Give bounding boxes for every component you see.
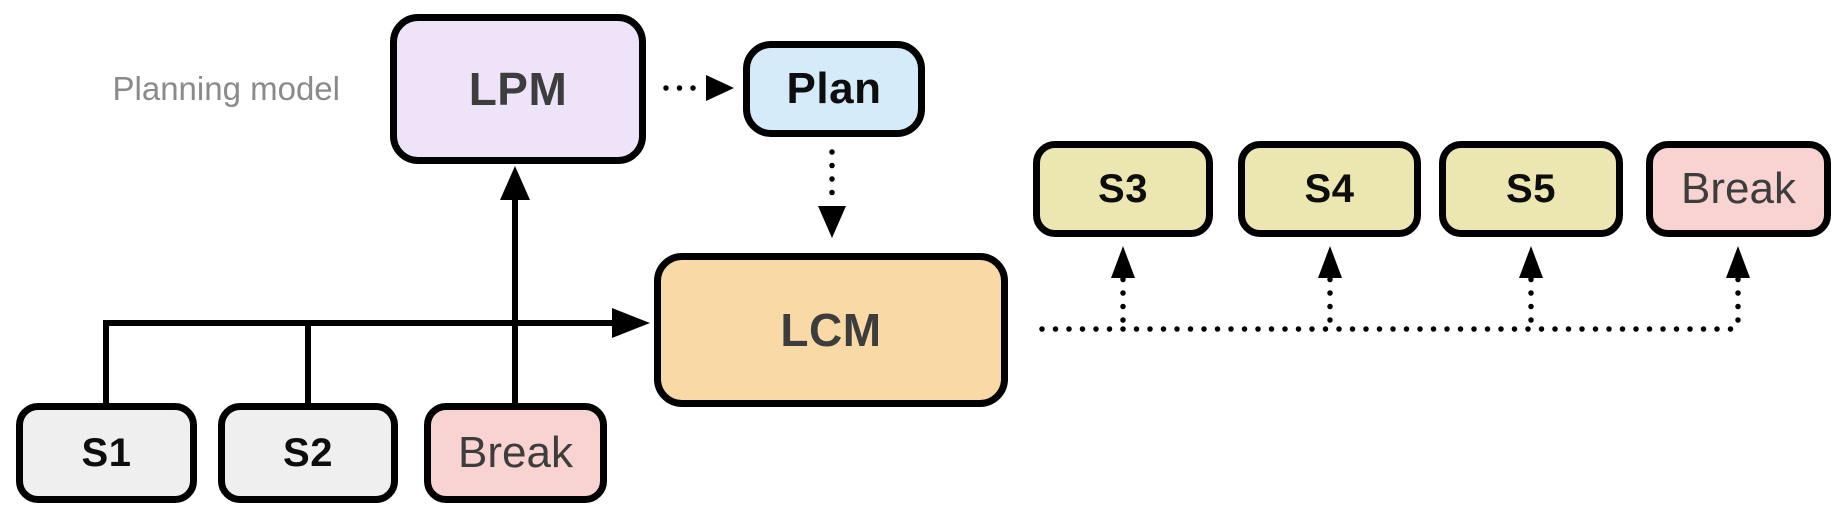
node-s1-label: S1 [81, 430, 132, 475]
arrowhead-into-s4 [1318, 246, 1342, 278]
node-s3: S3 [1033, 141, 1213, 237]
node-s4-label: S4 [1304, 166, 1355, 211]
node-lpm: LPM [390, 14, 646, 164]
planning-model-annotation: Planning model [112, 70, 341, 107]
arrowhead-into-plan [706, 75, 734, 101]
node-lpm-label: LPM [468, 63, 568, 115]
node-break-right: Break [1646, 141, 1831, 237]
arrowhead-into-s5 [1519, 246, 1543, 278]
arrowhead-into-s3 [1111, 246, 1135, 278]
node-lcm: LCM [654, 253, 1008, 407]
node-lcm-label: LCM [780, 304, 882, 356]
node-s4: S4 [1238, 141, 1421, 237]
node-s5: S5 [1439, 141, 1623, 237]
arrowhead-plan-into-lcm [818, 206, 846, 238]
node-break-left: Break [424, 403, 607, 503]
node-plan-label: Plan [786, 64, 882, 113]
arrowhead-into-break [1726, 246, 1750, 278]
node-break-left-label: Break [458, 428, 573, 477]
node-s2: S2 [218, 403, 398, 503]
node-s1: S1 [16, 403, 197, 503]
arrowhead-into-lcm [612, 308, 650, 338]
arrowhead-into-lpm [500, 166, 530, 200]
node-s5-label: S5 [1506, 166, 1556, 211]
node-s3-label: S3 [1098, 166, 1148, 211]
node-s2-label: S2 [283, 430, 333, 475]
edge-inputs-to-lcm-line [103, 320, 612, 410]
node-break-right-label: Break [1681, 164, 1796, 213]
node-plan: Plan [743, 41, 925, 137]
